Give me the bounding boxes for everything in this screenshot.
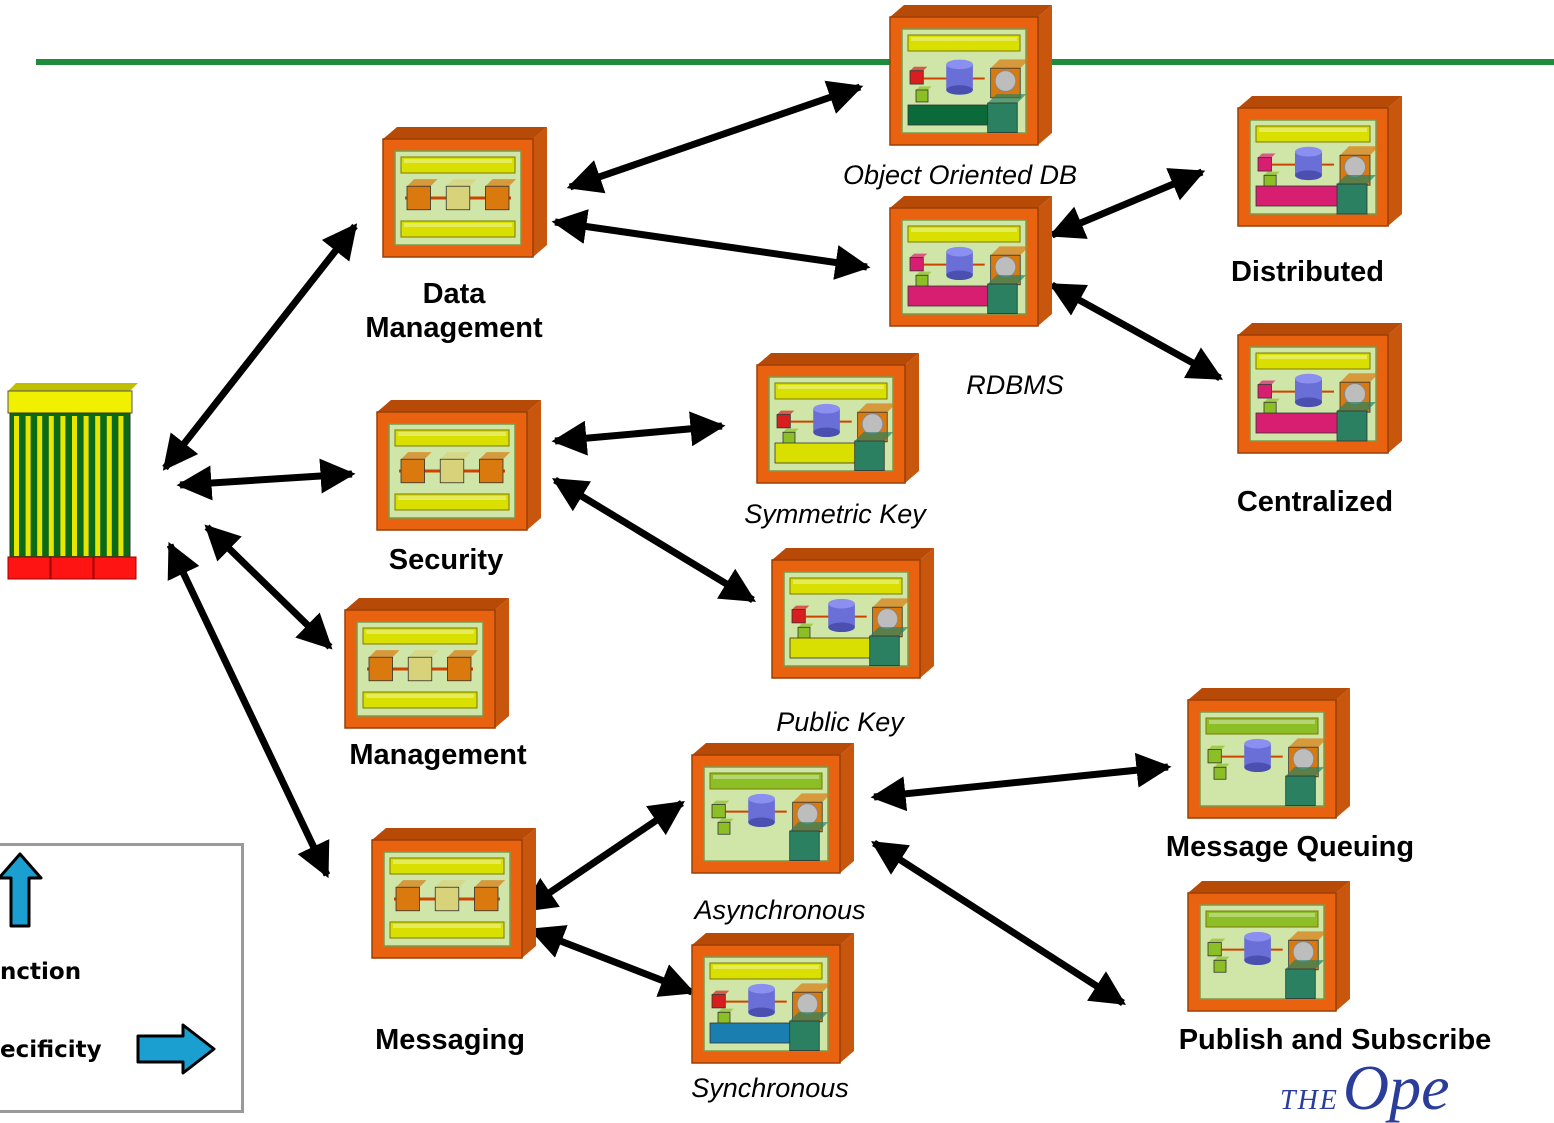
node-data-management [382, 127, 547, 258]
label-symmetric-key: Symmetric Key [744, 499, 926, 529]
node-management [344, 598, 509, 729]
label-centralized: Centralized [1236, 486, 1394, 518]
node-centralized [1237, 323, 1402, 454]
label-messaging: Messaging [375, 1024, 525, 1056]
node-security [376, 400, 541, 531]
arrow-root-security [176, 458, 356, 501]
connector-arrows [162, 80, 1224, 1006]
node-symmetric-key [756, 353, 919, 484]
label-public-key: Public Key [776, 707, 904, 737]
label-management: Management [349, 739, 527, 771]
root-column-block [7, 383, 138, 580]
arrow-root-data-management [162, 223, 358, 471]
arrow-root-management [204, 524, 333, 650]
label-distributed: Distributed [1230, 256, 1385, 288]
label-message-queuing: Message Queuing [1165, 831, 1415, 863]
arrow-rdbms-distributed [1048, 168, 1206, 239]
arrow-security-symmetric-key [551, 411, 726, 456]
node-asynchronous [691, 743, 854, 874]
label-data-management-line2: Management [365, 312, 543, 344]
label-publish-and-subscribe: Publish and Subscribe [1178, 1024, 1492, 1056]
up-arrow-icon [0, 852, 43, 928]
arrow-root-messaging [166, 541, 331, 879]
arrow-asynchronous-message-queuing [870, 752, 1172, 812]
arrow-asynchronous-publish-subscribe [871, 840, 1126, 1006]
label-asynchronous: Asynchronous [694, 895, 866, 925]
arrow-data-management-oodb [566, 80, 864, 194]
legend-box: nction ecificity [0, 843, 244, 1113]
label-data-management-line1: Data [422, 278, 486, 310]
label-rdbms: RDBMS [966, 370, 1064, 400]
arrow-messaging-synchronous [528, 925, 696, 997]
node-public-key [771, 548, 934, 679]
logo-letters: Ope [1342, 1052, 1450, 1123]
arrow-rdbms-centralized [1048, 281, 1224, 382]
arrow-data-management-rdbms [551, 209, 871, 280]
logo-prefix: THE [1280, 1085, 1339, 1116]
arrow-messaging-asynchronous [521, 800, 685, 913]
company-logo: THE Ope [1280, 1056, 1450, 1120]
label-data-management: Data Management [320, 277, 588, 345]
node-publish-subscribe [1187, 881, 1350, 1012]
legend-specificity-label: ecificity [0, 1037, 102, 1063]
arrow-security-public-key [552, 477, 756, 603]
legend-function-label: nction [0, 959, 82, 985]
node-distributed [1237, 96, 1402, 227]
node-message-queuing [1187, 688, 1350, 819]
label-object-oriented-db: Object Oriented DB [842, 160, 1078, 190]
node-rdbms [889, 196, 1052, 327]
node-object-oriented-db [889, 5, 1052, 146]
node-synchronous [691, 933, 854, 1064]
label-synchronous: Synchronous [691, 1073, 849, 1103]
component-blocks [7, 5, 1402, 1064]
node-messaging [371, 828, 536, 959]
label-security: Security [388, 544, 504, 576]
right-arrow-icon [136, 1023, 216, 1075]
